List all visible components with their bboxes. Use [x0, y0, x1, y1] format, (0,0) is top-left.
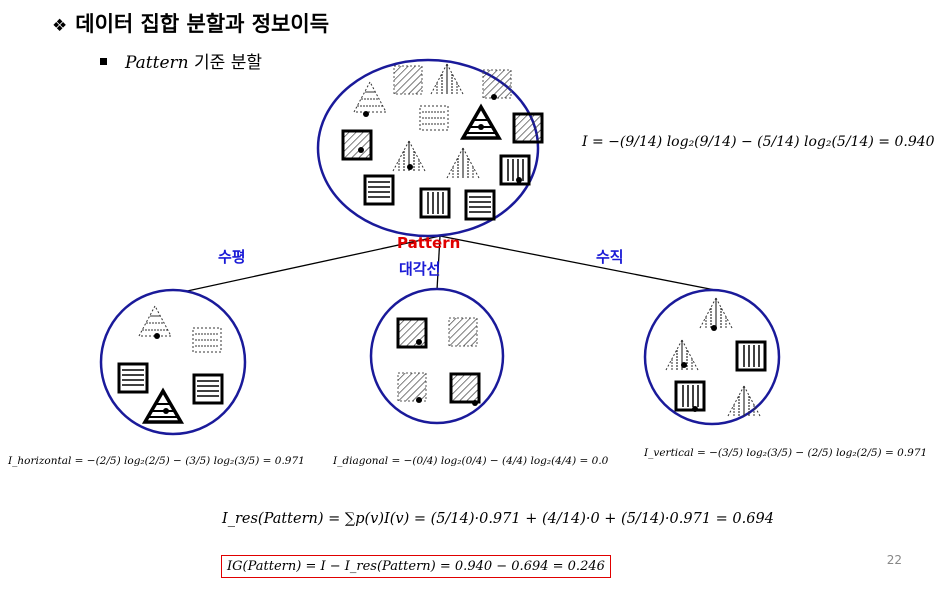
root-node — [316, 58, 544, 238]
horizontal-entropy-formula: I_horizontal = −(2/5) log₂(2/5) − (3/5) … — [8, 455, 305, 467]
tree-edges — [154, 235, 716, 299]
branch-label-diagonal: 대각선 — [399, 260, 441, 278]
residual-formula: I_res(Pattern) = ∑p(v)I(v) = (5/14)·0.97… — [222, 511, 774, 527]
root-entropy-formula: I = −(9/14) log₂(9/14) − (5/14) log₂(5/1… — [582, 134, 935, 150]
information-gain-formula: IG(Pattern) = I − I_res(Pattern) = 0.940… — [221, 555, 611, 578]
square-bullet-icon — [100, 57, 107, 65]
slide-title: ❖ 데이터 집합 분할과 정보이득 — [52, 8, 329, 38]
subtitle-italic: Pattern — [125, 53, 189, 73]
diagonal-child-node — [369, 287, 505, 425]
branch-label-vertical: 수직 — [596, 248, 624, 266]
subtitle-rest: 기준 분할 — [188, 53, 262, 73]
vertical-entropy-formula: I_vertical = −(3/5) log₂(3/5) − (2/5) lo… — [644, 447, 928, 459]
page-number: 22 — [886, 553, 902, 567]
horizontal-child-node — [99, 288, 247, 436]
diagonal-entropy-formula: I_diagonal = −(0/4) log₂(0/4) − (4/4) lo… — [333, 455, 609, 467]
root-label: Pattern — [397, 234, 461, 252]
vertical-child-node — [643, 288, 781, 426]
diamond-bullet-icon: ❖ — [52, 16, 68, 36]
slide-title-text: 데이터 집합 분할과 정보이득 — [75, 12, 330, 36]
subtitle: Pattern 기준 분할 — [100, 48, 262, 73]
branch-label-horizontal: 수평 — [218, 248, 246, 266]
